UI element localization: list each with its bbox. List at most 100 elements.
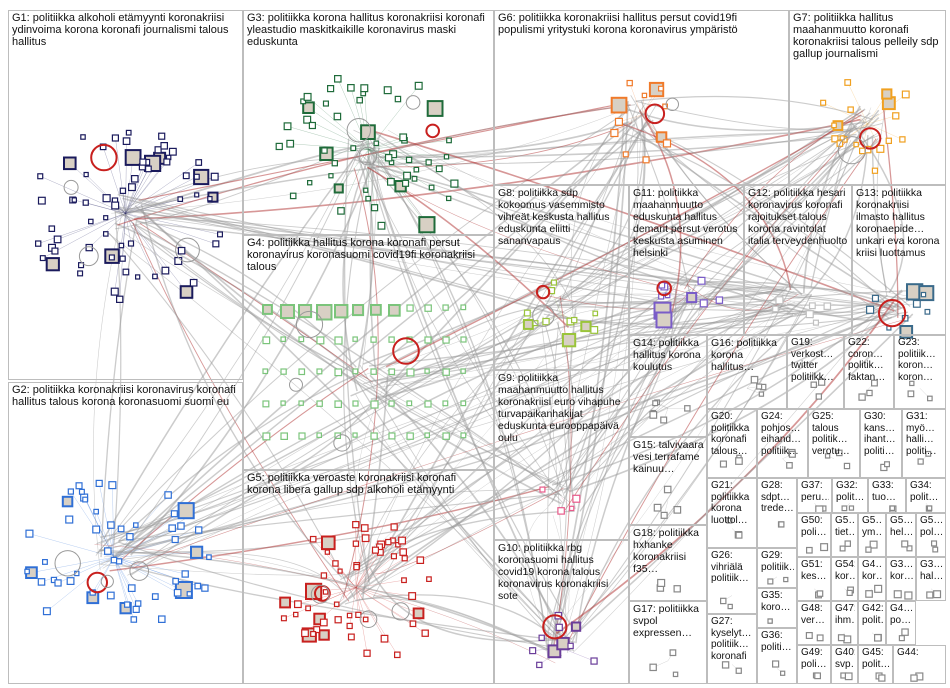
node-g4 <box>388 368 396 376</box>
node-g3 <box>394 95 402 103</box>
edge-g3 <box>308 107 369 150</box>
self-loop <box>392 337 420 365</box>
node-g38 <box>893 590 902 599</box>
node-g12 <box>775 296 784 305</box>
node-g48 <box>816 634 824 642</box>
group-panel-g16: G16: politiikka korona hallitus… <box>707 335 787 409</box>
node-g2 <box>65 515 74 524</box>
node-g3 <box>360 124 376 141</box>
node-g12 <box>808 302 816 310</box>
edge <box>807 290 903 317</box>
node-g12 <box>823 302 832 311</box>
group-label-g29: G29: politiik… <box>761 550 794 573</box>
node-g3 <box>384 154 393 162</box>
node-g19 <box>817 378 826 386</box>
node-g4 <box>298 368 306 376</box>
group-label-g5: G5: politiikka veroaste koronakriisi kor… <box>247 472 457 496</box>
edge <box>699 289 797 317</box>
node-g44 <box>910 674 918 682</box>
node-g1 <box>217 231 224 238</box>
node-g1 <box>48 225 56 233</box>
group-label-g32: G32: polit… <box>836 480 865 503</box>
node-g4 <box>424 336 432 344</box>
edge-g2 <box>113 557 139 604</box>
group-panel-g45: G45: polit… <box>858 645 893 684</box>
self-loop <box>175 237 200 263</box>
node-g8 <box>570 316 578 324</box>
group-panel-g1: G1: politiikka alkoholi etämyynti korona… <box>8 10 243 380</box>
node-g1 <box>195 159 203 166</box>
edge <box>347 312 573 574</box>
node-g55 <box>932 546 939 553</box>
node-g4 <box>442 400 449 407</box>
node-g3 <box>425 159 432 166</box>
node-g4 <box>370 336 377 343</box>
edge <box>96 108 862 554</box>
group-label-g19: G19: verkost… twitter politiikk… <box>791 337 834 383</box>
node-g3 <box>402 179 410 187</box>
node-g5 <box>279 596 292 609</box>
node-g25 <box>824 453 831 459</box>
node-g15 <box>663 485 672 494</box>
group-panel-g13: G13: politiikka koronakriisi ilmasto hal… <box>852 185 946 335</box>
edge <box>116 368 369 565</box>
edge <box>343 510 575 580</box>
node-g26 <box>719 597 727 605</box>
node-g4 <box>442 336 450 344</box>
edge <box>348 313 799 595</box>
node-g3 <box>275 142 283 151</box>
node-g4 <box>280 368 287 375</box>
node-g30 <box>880 463 888 472</box>
node-g2 <box>95 479 103 487</box>
node-g12 <box>812 319 820 326</box>
node-g15 <box>673 506 682 514</box>
node-g40 <box>844 672 853 681</box>
node-g5 <box>395 541 401 548</box>
edge <box>348 304 888 576</box>
group-label-g10: G10: politiikka rbg koronasuomi hallitus… <box>498 542 609 602</box>
node-g6 <box>662 139 672 148</box>
node-g28 <box>778 521 785 528</box>
node-g4 <box>424 432 431 439</box>
node-g8 <box>550 279 558 286</box>
node-g10 <box>536 661 543 669</box>
edge <box>569 290 907 328</box>
node-g2 <box>37 578 46 586</box>
group-panel-g3: G3: politiikka korona hallitus koronakri… <box>243 10 494 235</box>
node-g3 <box>363 187 369 193</box>
node-g3 <box>435 165 443 173</box>
node-g8 <box>590 326 599 334</box>
node-g4 <box>280 400 286 406</box>
group-panel-g6: G6: politiikka koronakriisi hallitus per… <box>494 10 789 185</box>
edge <box>387 129 797 316</box>
self-loop <box>858 127 882 150</box>
node-g51 <box>816 590 824 597</box>
group-label-g12: G12: politiikka hesari koronavirus koron… <box>748 187 848 247</box>
node-g4 <box>352 432 358 438</box>
node-g4 <box>370 432 378 440</box>
node-g10 <box>547 644 562 659</box>
edge <box>547 134 881 309</box>
node-g1 <box>212 240 220 248</box>
node-g4 <box>262 432 271 441</box>
node-g4 <box>298 336 305 343</box>
edge <box>338 295 694 595</box>
node-g5 <box>280 615 287 622</box>
group-label-g51: G51: kes… <box>801 559 827 582</box>
edge-g1 <box>38 213 126 244</box>
node-g18 <box>673 585 681 593</box>
node-g4 <box>442 368 450 376</box>
edge <box>380 296 911 384</box>
edge <box>361 119 650 593</box>
group-label-g4: G4: politiikka hallitus korona koronafi … <box>247 237 476 273</box>
node-g4 <box>316 304 333 321</box>
edge <box>698 109 880 312</box>
edge <box>683 286 914 305</box>
node-g4 <box>388 400 395 407</box>
group-panel-g50: G50: poli… <box>797 513 831 557</box>
edge <box>369 309 789 367</box>
node-g5 <box>337 568 343 574</box>
node-g4 <box>460 368 466 374</box>
edge <box>359 364 552 637</box>
node-g16 <box>758 391 765 397</box>
